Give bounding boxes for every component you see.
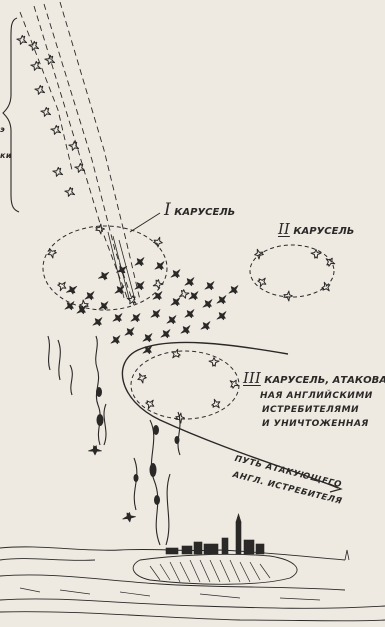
plane-icon [27, 39, 41, 53]
carousel-3-line3: ИСТРЕБИТЕЛЯМИ [262, 405, 360, 415]
plane-icon [43, 53, 57, 67]
plane-icon [135, 371, 149, 385]
carousel-3-line1: КАРУСЕЛЬ, АТАКОВАН- [264, 375, 385, 386]
smoke-trails [47, 335, 181, 546]
plane-icon [283, 290, 293, 302]
plane-icon [214, 308, 230, 324]
plane-icon [151, 278, 165, 290]
fighter-path-line [121, 341, 339, 489]
plane-icon [90, 314, 106, 330]
plane-icon [168, 294, 184, 310]
descent-planes [15, 33, 87, 199]
plane-icon [209, 397, 223, 411]
fighter-path-arrow [329, 483, 343, 493]
plane-icon [198, 318, 214, 334]
carousel-3-label: III КАРУСЕЛЬ, АТАКОВАН- [243, 369, 385, 387]
plane-icon [96, 268, 112, 283]
plane-icon [63, 185, 77, 199]
plane-icon [148, 306, 164, 322]
plane-icon [29, 59, 43, 73]
plane-icon [182, 306, 198, 322]
plane-icon [152, 258, 168, 274]
plane-icon [110, 310, 126, 326]
plane-icon [112, 282, 128, 298]
plane-icon [150, 288, 166, 304]
plane-icon [108, 332, 124, 348]
plane-icon [122, 324, 138, 340]
carousel-3-line2: НАЯ АНГЛИЙСКИМИ [260, 391, 373, 401]
plane-icon [55, 279, 69, 293]
plane-icon [182, 274, 198, 290]
plane-icon [168, 266, 184, 282]
carousel-3-line4: И УНИЧТОЖЕННАЯ [262, 419, 369, 429]
left-bracket [2, 17, 20, 213]
carousel-3-numeral: III [243, 369, 261, 387]
plane-icon [82, 288, 98, 304]
left-edge-char-2: ки [0, 151, 13, 160]
plane-icon [95, 223, 105, 235]
plane-icon [158, 326, 174, 342]
plane-icon [64, 282, 80, 297]
plane-icon [164, 312, 180, 328]
plane-icon [45, 246, 59, 260]
left-edge-char-1: э [0, 125, 6, 134]
plane-icon [51, 165, 65, 179]
plane-icon [255, 275, 269, 289]
plane-icon [202, 278, 218, 294]
carousel-1-pointer [129, 212, 161, 233]
plane-icon [132, 254, 148, 270]
plane-icon [33, 83, 47, 97]
coast-sketch [0, 546, 385, 622]
city-skyline [165, 512, 265, 555]
plane-icon [39, 105, 53, 119]
carousel-3-loop [130, 350, 240, 420]
plane-icon [15, 33, 29, 47]
plane-icon [169, 347, 183, 361]
carousel-1-label: I КАРУСЕЛЬ [164, 200, 236, 220]
plane-icon [143, 397, 157, 411]
plane-icon [49, 123, 63, 137]
carousel-2-label: II КАРУСЕЛЬ [278, 220, 355, 238]
plane-icon [208, 357, 220, 367]
plane-icon [152, 235, 164, 249]
carousel-2-loop [249, 244, 335, 298]
plane-icon [178, 322, 194, 338]
plane-icon [96, 298, 112, 314]
carousel-1-loop [42, 225, 168, 311]
tower-small [344, 549, 350, 561]
plane-icon [323, 255, 337, 269]
plane-icon [319, 280, 333, 294]
plane-icon [214, 292, 230, 308]
smoke-blots [96, 387, 180, 505]
carousel-2-text: КАРУСЕЛЬ [293, 226, 355, 237]
plane-icon [132, 278, 148, 294]
plane-icon [200, 296, 216, 312]
plane-icon [226, 282, 242, 298]
carousel-1-numeral: I [164, 200, 171, 220]
plane-icon [128, 310, 144, 326]
plane-icon [140, 330, 156, 346]
plane-icon [186, 288, 202, 304]
carousel-2-numeral: II [278, 220, 290, 238]
plane-icon [62, 298, 78, 314]
carousel-1-text: КАРУСЕЛЬ [174, 207, 236, 218]
coast-hatching [19, 559, 321, 601]
